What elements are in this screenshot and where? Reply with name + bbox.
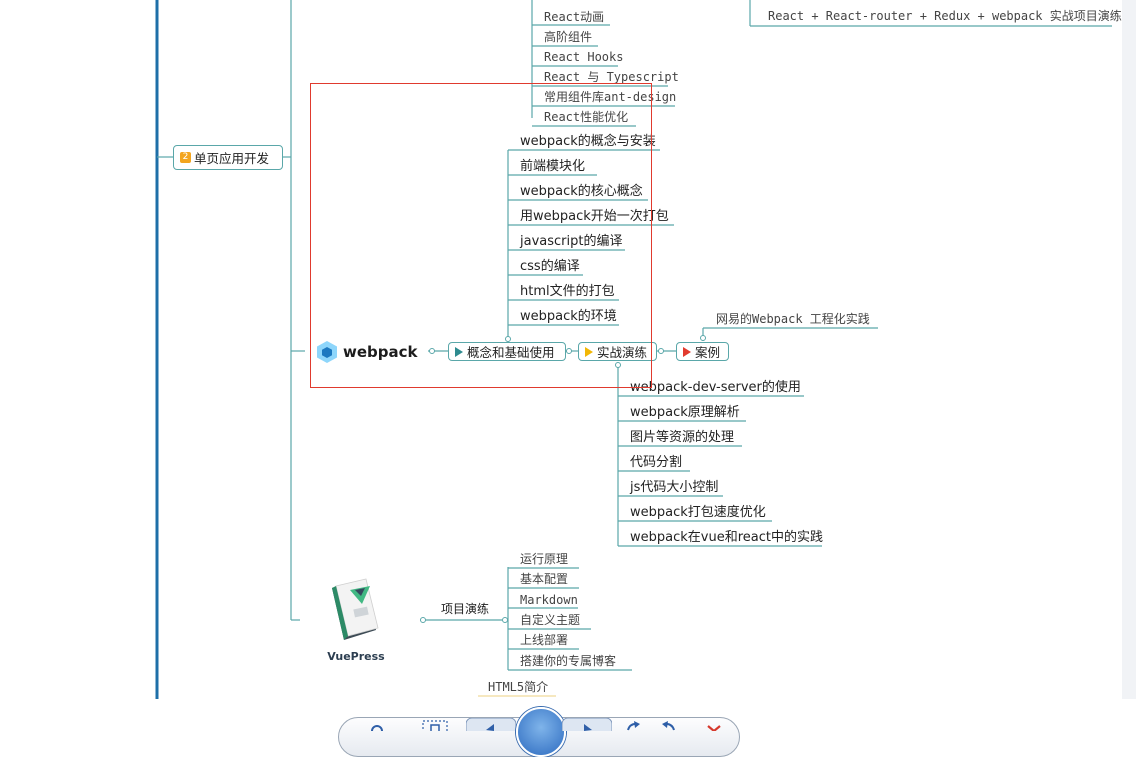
react-animation-node[interactable]: React动画 [544, 10, 605, 24]
flag-icon [585, 346, 593, 357]
previous-icon[interactable] [466, 718, 516, 731]
dev-server-node[interactable]: webpack-dev-server的使用 [630, 380, 801, 395]
react-typescript-node[interactable]: React 与 Typescript [544, 70, 679, 84]
code-splitting-node[interactable]: 代码分割 [630, 455, 683, 470]
vuepress-project-node[interactable]: 项目演练 [441, 602, 490, 616]
webpack-basic-label: 概念和基础使用 [467, 345, 555, 360]
spa-node-label: 单页应用开发 [194, 151, 270, 166]
js-size-node[interactable]: js代码大小控制 [630, 480, 719, 495]
redo-icon[interactable] [660, 720, 678, 731]
close-icon[interactable] [706, 722, 722, 731]
css-compile-node[interactable]: css的编译 [520, 259, 580, 274]
markdown-node[interactable]: Markdown [520, 593, 578, 607]
undo-icon[interactable] [624, 720, 642, 731]
javascript-compile-node[interactable]: javascript的编译 [520, 234, 623, 249]
custom-theme-node[interactable]: 自定义主题 [520, 613, 581, 627]
vuepress-logo-text: VuePress [327, 650, 385, 663]
webpack-practice-label: 实战演练 [597, 345, 648, 360]
deploy-node[interactable]: 上线部署 [520, 633, 569, 647]
scroll-area [1122, 0, 1136, 700]
webpack-concept-install-node[interactable]: webpack的概念与安装 [520, 134, 656, 149]
webpack-case-label: 案例 [695, 345, 721, 360]
webpack-basic-node[interactable]: 概念和基础使用 [448, 342, 566, 361]
vue-react-practice-node[interactable]: webpack在vue和react中的实践 [630, 530, 823, 545]
frontend-modularization-node[interactable]: 前端模块化 [520, 159, 586, 174]
fit-icon[interactable] [422, 720, 448, 731]
react-hooks-node[interactable]: React Hooks [544, 50, 624, 64]
vuepress-book-icon [332, 578, 379, 640]
webpack-logo[interactable]: webpack [316, 340, 418, 364]
selection-rectangle [310, 83, 652, 388]
html5-intro-node[interactable]: HTML5简介 [488, 680, 549, 694]
webpack-core-concepts-node[interactable]: webpack的核心概念 [520, 184, 643, 199]
flag-icon [455, 346, 463, 357]
webpack-case-node[interactable]: 案例 [676, 342, 729, 361]
basic-config-node[interactable]: 基本配置 [520, 572, 569, 586]
build-speed-node[interactable]: webpack打包速度优化 [630, 505, 766, 520]
webpack-env-node[interactable]: webpack的环境 [520, 309, 617, 324]
image-assets-node[interactable]: 图片等资源的处理 [630, 430, 735, 445]
spa-node[interactable]: 2 单页应用开发 [173, 145, 283, 170]
zoom-icon[interactable] [368, 722, 386, 731]
webpack-logo-text: webpack [343, 343, 418, 361]
webpack-cube-icon [317, 341, 337, 363]
higher-order-component-node[interactable]: 高阶组件 [544, 30, 593, 44]
priority-badge: 2 [180, 152, 191, 163]
ant-design-node[interactable]: 常用组件库ant-design [544, 90, 677, 104]
vuepress-logo[interactable]: VuePress [326, 578, 386, 663]
webpack-practice-node[interactable]: 实战演练 [578, 342, 657, 361]
netease-webpack-node[interactable]: 网易的Webpack 工程化实践 [716, 312, 870, 326]
flag-icon [683, 346, 691, 357]
present-icon[interactable] [516, 707, 566, 757]
next-icon[interactable] [562, 718, 612, 731]
run-principle-node[interactable]: 运行原理 [520, 552, 569, 566]
personal-blog-node[interactable]: 搭建你的专属博客 [520, 654, 617, 668]
react-performance-node[interactable]: React性能优化 [544, 110, 629, 124]
react-project-node[interactable]: React + React-router + Redux + webpack 实… [768, 9, 1122, 23]
html-bundle-node[interactable]: html文件的打包 [520, 284, 615, 299]
webpack-principle-node[interactable]: webpack原理解析 [630, 405, 740, 420]
first-bundle-node[interactable]: 用webpack开始一次打包 [520, 209, 669, 224]
